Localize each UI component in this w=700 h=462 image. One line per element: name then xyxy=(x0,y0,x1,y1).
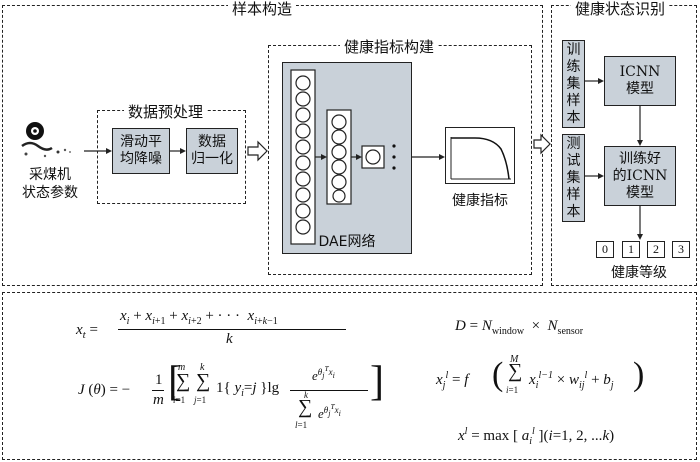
health-state-title: 健康状态识别 xyxy=(571,0,670,19)
moving-average-line2: 均降噪 xyxy=(120,151,162,167)
conv-layer-formula: xjl = f ( M ∑ i=1 xil−1 × wijl + bj ) xyxy=(436,354,645,395)
health-index-label: 健康指标 xyxy=(452,193,508,209)
test-char-4: 样 xyxy=(566,186,581,203)
cost-frac-den: m xyxy=(153,392,164,408)
health-level-label: 健康等级 xyxy=(611,265,667,281)
training-set-box: 训 练 集 样 本 xyxy=(562,40,585,128)
moving-average-line1: 滑动平 xyxy=(120,134,162,150)
test-char-2: 试 xyxy=(566,152,581,169)
train-char-2: 练 xyxy=(566,58,581,75)
ma-lhs: x xyxy=(76,322,83,338)
ma-lhs-sub: t xyxy=(82,329,86,341)
normalization-line2: 归一化 xyxy=(191,151,233,167)
input-label-line1: 采煤机 xyxy=(29,167,71,183)
trained-icnn-line2: 的ICNN xyxy=(612,167,668,184)
trained-icnn-line1: 训练好 xyxy=(619,150,661,167)
icnn-model-line1: ICNN xyxy=(619,64,661,80)
health-level-3: 3 xyxy=(672,241,690,258)
dae-label: DAE网络 xyxy=(318,234,376,250)
test-char-1: 测 xyxy=(566,135,581,152)
sample-construction-title: 样本构造 xyxy=(228,0,297,19)
input-label: 采煤机 状态参数 xyxy=(10,166,90,202)
train-char-4: 样 xyxy=(566,92,581,109)
health-level-0: 0 xyxy=(596,241,614,258)
degradation-curve-icon xyxy=(450,137,511,180)
train-char-5: 本 xyxy=(566,109,581,126)
shearer-sensor-icon xyxy=(21,122,71,158)
icnn-model-line2: 模型 xyxy=(626,81,654,97)
cost-function-formula: J (θ) = − 1 m [ m ∑ i=1 k ∑ j=1 1{ yi=j … xyxy=(78,359,384,430)
train-char-1: 训 xyxy=(566,41,581,58)
normalization-line1: 数据 xyxy=(198,134,226,150)
health-level-1: 1 xyxy=(622,241,640,258)
ma-denominator: k xyxy=(226,331,233,347)
health-index-title: 健康指标构建 xyxy=(340,36,439,57)
pooling-formula: xl = max [ ail ](i=1, 2, ...k) xyxy=(458,426,615,447)
d-formula: D = Nwindow × Nsensor xyxy=(455,318,584,337)
trained-icnn-line3: 模型 xyxy=(626,184,654,201)
trained-icnn-box: 训练好 的ICNN 模型 xyxy=(604,146,676,206)
train-char-3: 集 xyxy=(566,75,581,92)
health-level-2: 2 xyxy=(647,241,665,258)
test-char-5: 本 xyxy=(566,203,581,220)
input-label-line2: 状态参数 xyxy=(22,185,78,201)
formula-frame xyxy=(2,292,697,460)
normalization-box: 数据 归一化 xyxy=(186,128,238,174)
moving-average-box: 滑动平 均降噪 xyxy=(112,128,170,174)
icnn-model-box: ICNN 模型 xyxy=(604,56,676,106)
test-set-box: 测 试 集 样 本 xyxy=(562,134,585,222)
cost-frac-num: 1 xyxy=(155,372,163,388)
test-char-3: 集 xyxy=(566,169,581,186)
preprocessing-title: 数据预处理 xyxy=(124,101,208,122)
